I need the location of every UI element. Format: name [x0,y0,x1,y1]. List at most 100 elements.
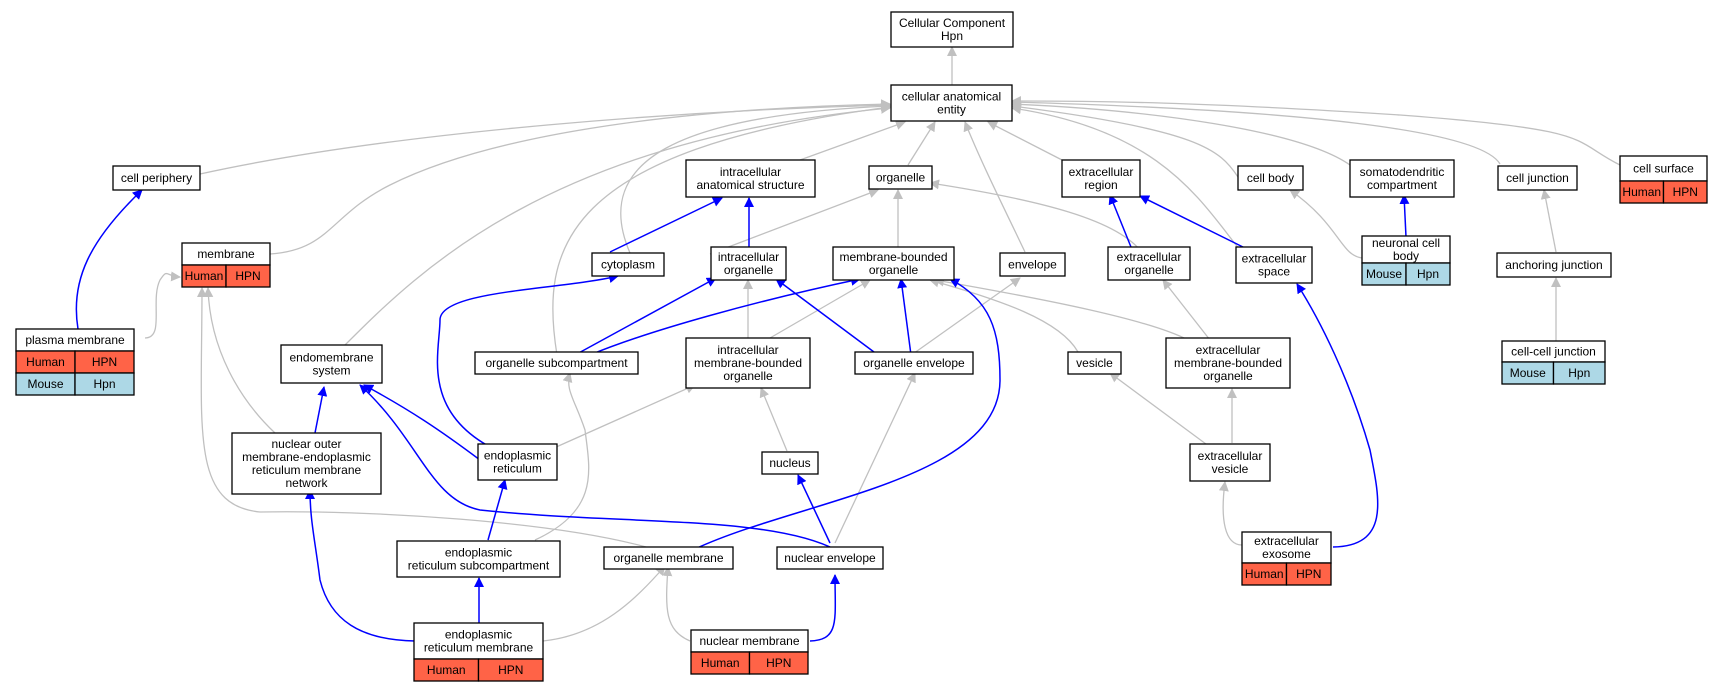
node-label: somatodendritic [1360,165,1445,179]
node-label: extracellular [1198,449,1263,463]
edge-vesicle-extra-vesicle [1109,372,1211,448]
gene-label: HPN [235,269,260,283]
node-organelle-membrane[interactable]: organelle membrane [603,546,734,570]
node-nucleus[interactable]: nucleus [761,451,819,475]
node-vesicle[interactable]: vesicle [1067,351,1122,375]
node-label: organelle [869,263,919,277]
node-organelle-envelope[interactable]: organelle envelope [854,351,974,375]
node-label: membrane [197,247,255,261]
node-cell-body[interactable]: cell body [1237,165,1304,191]
node-label: reticulum subcompartment [408,559,550,573]
node-label: membrane-bounded [1174,356,1282,370]
node-label: membrane-endoplasmic [242,450,371,464]
node-organelle-subcompartment[interactable]: organelle subcompartment [474,351,639,375]
node-label: extracellular [1069,165,1134,179]
node-box [999,252,1066,277]
node-organelle[interactable]: organelle [868,165,933,190]
node-anchoring-junction[interactable]: anchoring junction [1496,252,1612,278]
node-label: anatomical structure [696,178,804,192]
edge-cellperiphery-cae [199,100,891,175]
node-label: Cellular Component [899,16,1006,30]
node-box [868,165,933,190]
edge-orgenv-envelope [909,277,1021,357]
gene-label: HPN [766,656,791,670]
node-box [1189,443,1271,482]
node-nuclear-envelope[interactable]: nuclear envelope [776,546,884,570]
node-box [1237,165,1304,191]
node-box [280,344,383,384]
edge-cytoplasm-cae [620,101,891,254]
edge-nuclearmembrane-nuclearenvelope [809,574,841,642]
edge-ermembrane-nuclearouter [305,489,416,642]
node-cell-periphery[interactable]: cell periphery [112,165,201,191]
node-box [474,351,639,375]
gene-tag [1285,562,1332,586]
node-label: extracellular [1254,534,1319,548]
node-label: nuclear membrane [699,634,799,648]
node-box [1067,351,1122,375]
edge-plasmamembrane-cellperiphery [75,189,143,330]
gene-tag [74,372,135,396]
edge-cellbody-cae [1011,102,1239,178]
gene-label: Hpn [1417,267,1439,281]
node-box [1165,337,1291,389]
edge-cellsurface-cae [1011,96,1621,166]
edge-extra-space-extra-region [1139,195,1248,250]
edge-plasmamembrane-membrane [144,271,181,339]
node-box [832,246,955,281]
node-label: endoplasmic [445,546,512,560]
node-label: cell periphery [121,171,192,185]
node-box [591,252,665,277]
node-label: plasma membrane [25,333,125,347]
node-label: endomembrane [289,351,373,365]
gene-label: Hpn [1568,366,1590,380]
edge-neuronal-somato [1399,194,1410,238]
node-box [776,546,884,570]
node-box [413,622,544,660]
node-box [890,84,1013,122]
edge-intra-mbo-mbo [769,279,871,339]
edge-nuclearenvelope-endomembrane [359,384,837,551]
node-label: organelle membrane [613,551,723,565]
node-nuclear-outer[interactable]: nuclear outermembrane-endoplasmicreticul… [231,432,382,495]
edge-organellemembrane-membrane [196,287,661,552]
edge-er-cytoplasm [436,273,619,449]
node-box [1496,252,1612,278]
node-envelope[interactable]: envelope [999,252,1066,277]
edge-nuclearenvelope-nucleus [797,474,831,544]
node-box [112,165,201,191]
node-label: Hpn [941,29,963,43]
edge-celljunction-cae [1011,97,1501,165]
node-label: intracellular [717,343,778,357]
edge-extracellular-organelle-organelle [929,179,1144,255]
node-box [761,451,819,475]
edge-organelle-cae [907,121,936,166]
node-cell-junction[interactable]: cell junction [1497,165,1578,191]
node-cytoplasm[interactable]: cytoplasm [591,252,665,277]
edge-orgsub-cae [552,103,891,356]
node-box [1061,159,1141,198]
